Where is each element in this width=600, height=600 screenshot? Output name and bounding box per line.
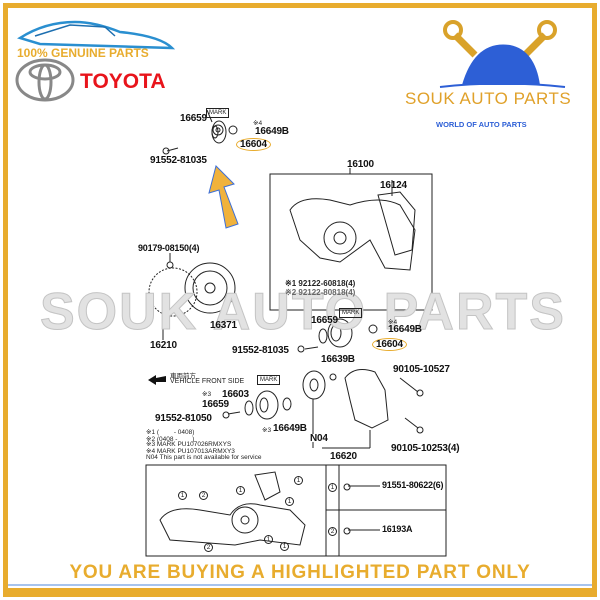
- part-91552-81035-mid[interactable]: 91552-81035: [232, 345, 289, 356]
- part-16659-top[interactable]: 16659: [180, 113, 207, 124]
- highlight-arrow-icon: [208, 165, 239, 229]
- store-slogan: WORLD OF AUTO PARTS: [436, 120, 527, 129]
- mark-label-mid: MARK: [339, 308, 363, 318]
- callout: 1: [264, 535, 273, 544]
- note-3: ※3 MARK PU107026RMXYS: [146, 441, 232, 448]
- callout: 2: [204, 543, 213, 552]
- direction-jp: 車両前方: [170, 373, 196, 380]
- stud-1[interactable]: ※1 92122-60818(4): [285, 279, 356, 288]
- footer-disclaimer: YOU ARE BUYING A HIGHLIGHTED PART ONLY: [69, 562, 531, 583]
- table-key-1: 1: [328, 483, 337, 492]
- part-16371[interactable]: 16371: [210, 320, 237, 331]
- callout: 1: [294, 476, 303, 485]
- note3-low-b: ※3: [262, 427, 272, 434]
- footer-gold-bar: [8, 588, 592, 593]
- part-90105-10253[interactable]: 90105-10253(4): [391, 443, 460, 454]
- toyota-emblem-icon: [15, 58, 75, 102]
- part-16649b-top[interactable]: 16649B: [255, 126, 289, 137]
- part-16100[interactable]: 16100: [347, 159, 374, 170]
- souk-logo-icon: [439, 20, 566, 88]
- note3-low-a: ※3: [202, 391, 212, 398]
- note-2: ※2 (0408 - ): [146, 436, 195, 443]
- note-1: ※1 ( - 0408): [146, 429, 195, 436]
- part-16124[interactable]: 16124: [380, 180, 407, 191]
- toyota-brand: TOYOTA: [80, 70, 166, 93]
- callout: 2: [199, 491, 208, 500]
- table-part-91551-80622[interactable]: 91551-80622(6): [382, 480, 444, 490]
- note4-mid: ※4: [388, 319, 398, 326]
- part-n04: N04: [310, 433, 328, 444]
- table-key-2: 2: [328, 527, 337, 536]
- part-16649b-low[interactable]: 16649B: [273, 423, 307, 434]
- mark-label-low: MARK: [257, 375, 281, 385]
- note-4: ※4 MARK PU107013ARMXY3: [146, 448, 235, 455]
- watermark: SOUK AUTO PARTS: [40, 283, 566, 342]
- part-16210[interactable]: 16210: [150, 340, 177, 351]
- part-16603[interactable]: 16603: [222, 389, 249, 400]
- part-16659-mid[interactable]: 16659: [311, 315, 338, 326]
- callout: 1: [285, 497, 294, 506]
- callout: 1: [236, 486, 245, 495]
- part-16639b[interactable]: 16639B: [321, 354, 355, 365]
- genuine-parts-tagline: 100% GENUINE PARTS: [17, 46, 149, 60]
- car-logo-icon: [17, 20, 176, 50]
- part-16649b-mid[interactable]: 16649B: [388, 324, 422, 335]
- part-16659-low[interactable]: 16659: [202, 399, 229, 410]
- part-91552-81050[interactable]: 91552-81050: [155, 413, 212, 424]
- stud-2[interactable]: ※2 92122-80818(4): [285, 288, 356, 297]
- part-91552-81035-top[interactable]: 91552-81035: [150, 155, 207, 166]
- gold-frame: [3, 3, 597, 597]
- direction-en: VEHICLE FRONT SIDE: [170, 378, 245, 385]
- note4-top: ※4: [253, 120, 263, 127]
- store-name: SOUK AUTO PARTS: [405, 89, 572, 108]
- note-n04: N04 This part is not available for servi…: [146, 454, 262, 461]
- part-90179-08150[interactable]: 90179-08150(4): [138, 243, 200, 253]
- vehicle-front-arrow-icon: [148, 375, 166, 385]
- callout: 1: [178, 491, 187, 500]
- part-16620[interactable]: 16620: [330, 451, 357, 462]
- callout: 1: [280, 542, 289, 551]
- part-16604-highlighted-top[interactable]: 16604: [236, 138, 271, 151]
- mark-label-top: MARK: [206, 108, 230, 118]
- part-16604-highlighted-mid[interactable]: 16604: [372, 338, 407, 351]
- part-90105-10527[interactable]: 90105-10527: [393, 364, 450, 375]
- table-part-16193a[interactable]: 16193A: [382, 524, 413, 534]
